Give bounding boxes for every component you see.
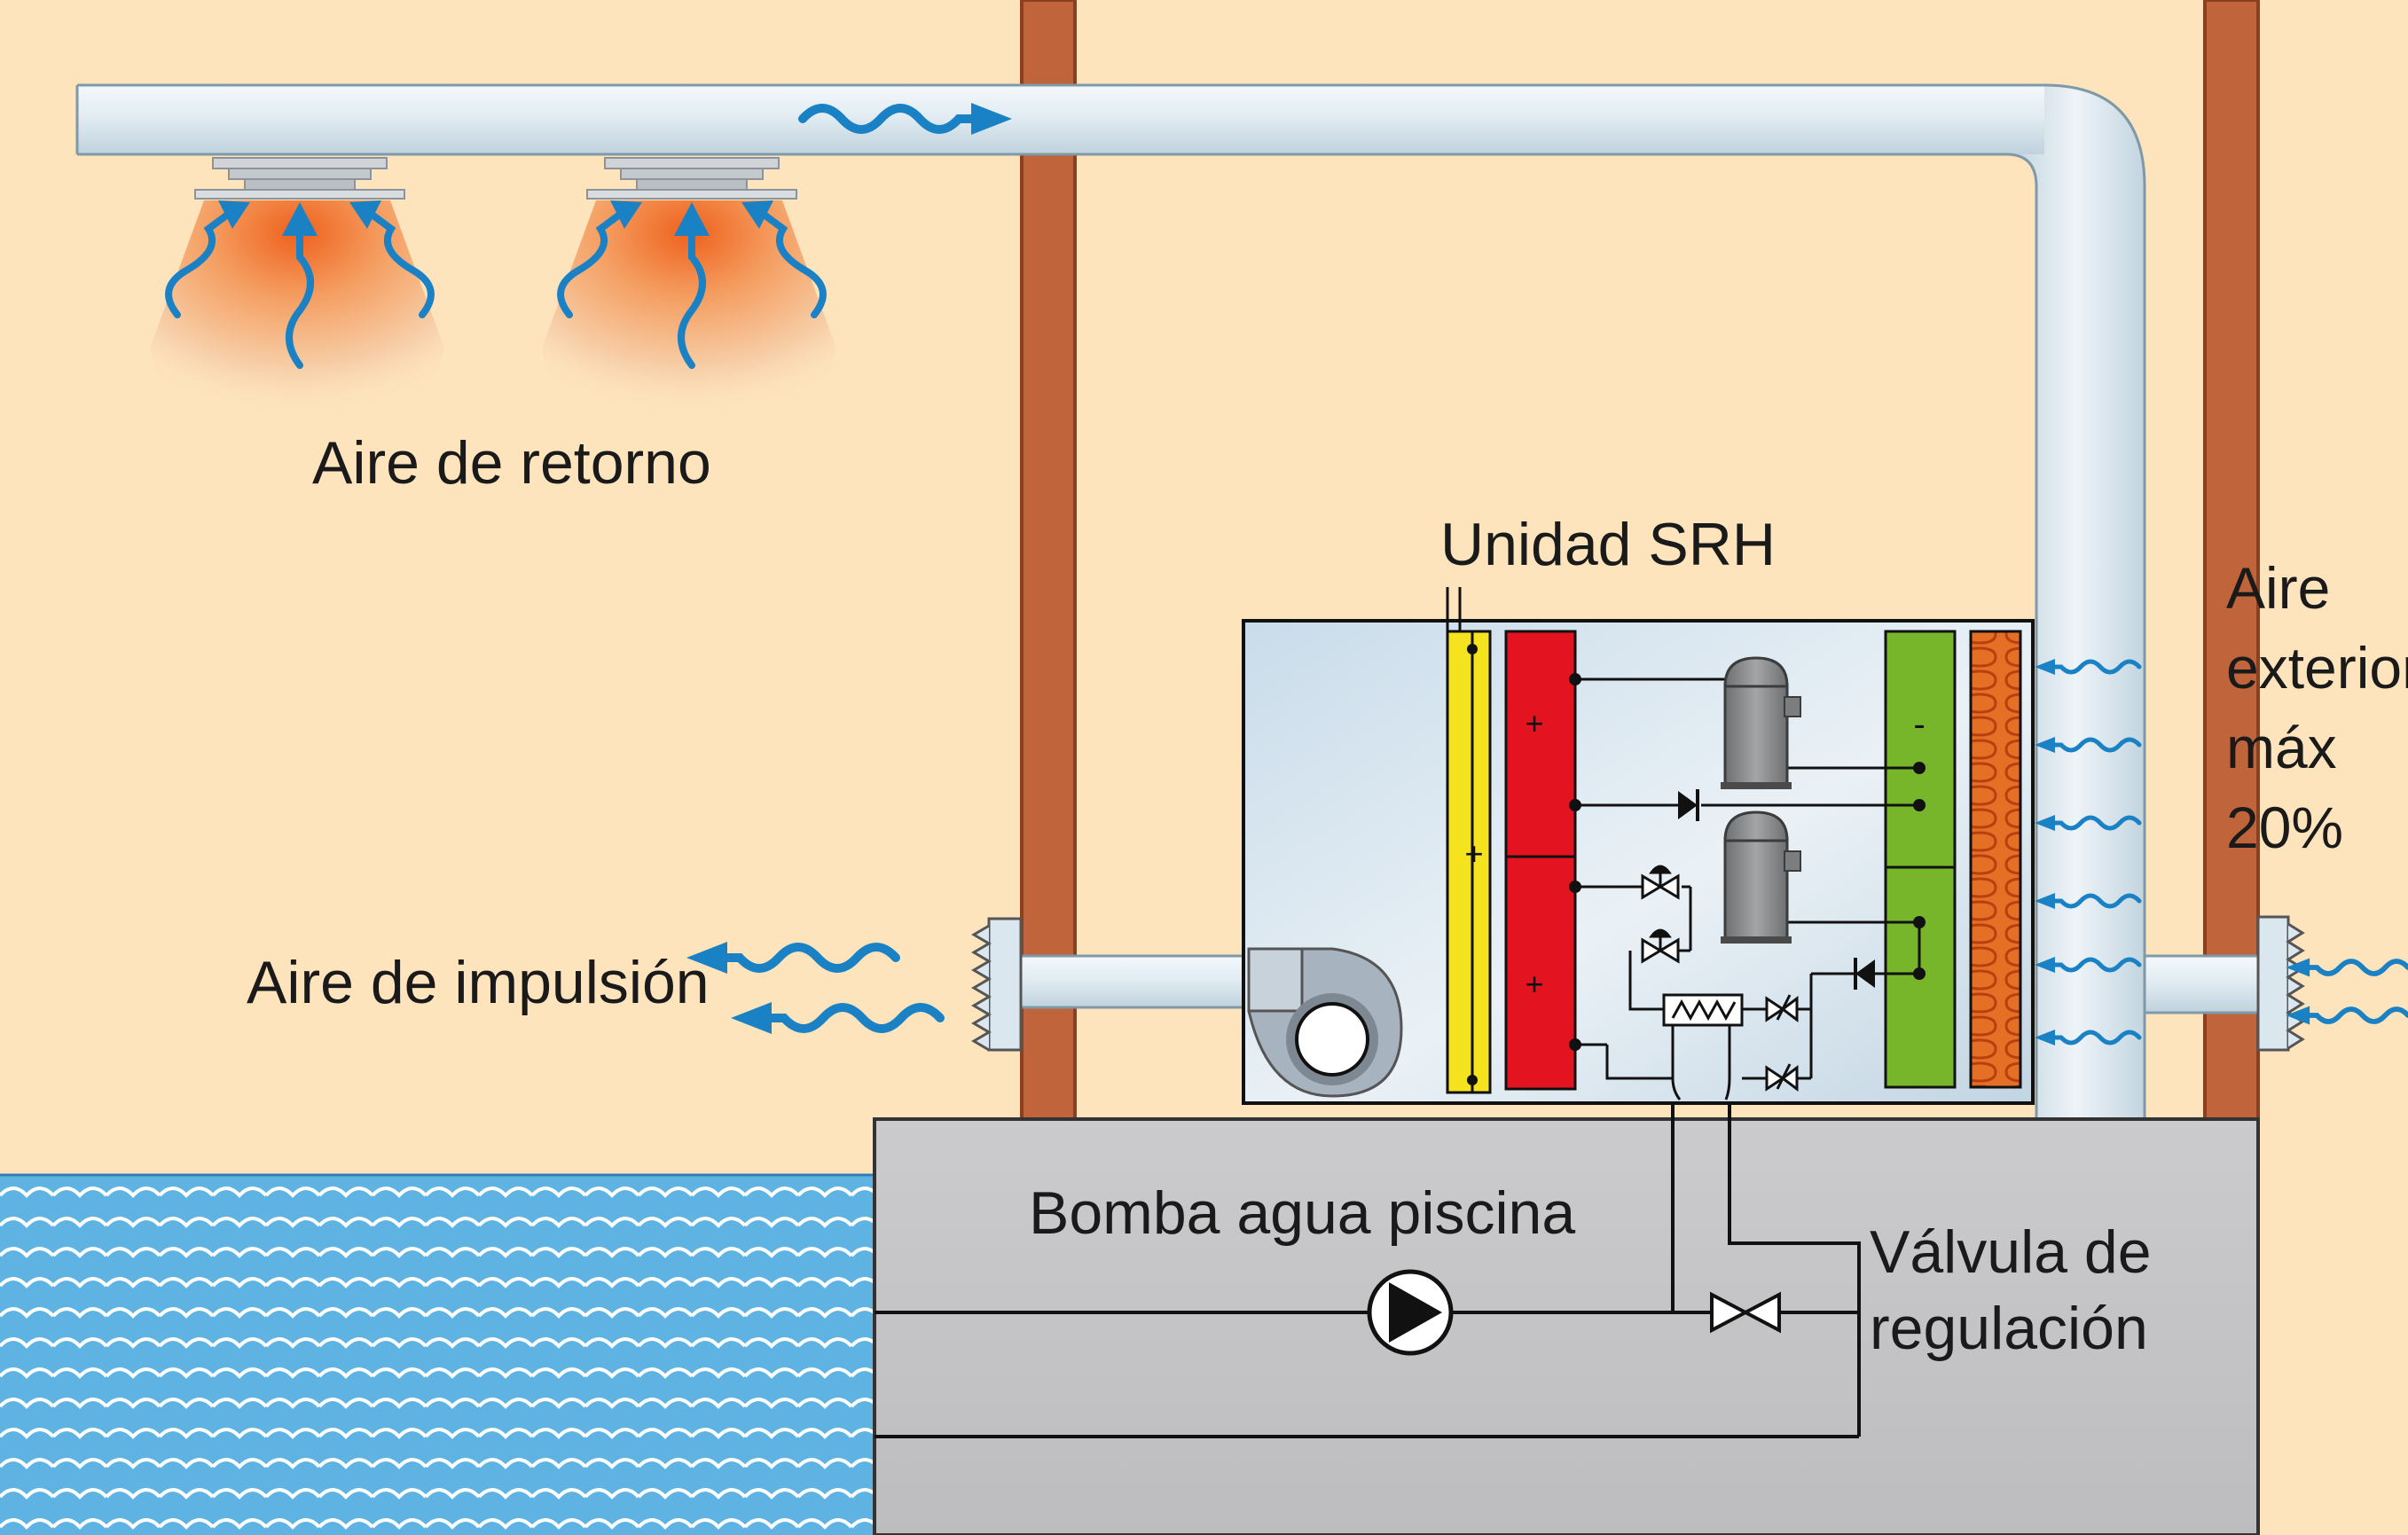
supply-air-label: Aire de impulsión	[247, 949, 710, 1016]
solenoid-valve-icon	[1765, 994, 1799, 1022]
outside-air-label-line2: exterior	[2226, 635, 2408, 701]
green-coil-minus-sign: -	[1913, 705, 1925, 744]
reheat-coil-yellow	[1446, 587, 1492, 1094]
red-coil-plus-sign-upper: +	[1525, 705, 1543, 741]
diffuser-icon	[586, 157, 797, 200]
up-arrow-group	[165, 208, 435, 369]
heat-exchanger-icon	[1662, 993, 1744, 1100]
check-valve-icon	[1678, 789, 1699, 821]
fan-icon	[1247, 947, 1403, 1098]
gate-valve-icon	[1710, 1291, 1781, 1334]
return-diffuser-2	[543, 157, 835, 417]
filter-coil-orange	[1969, 630, 2022, 1089]
return-diffuser-1	[151, 157, 443, 417]
expansion-valve-icon	[1641, 865, 1680, 900]
return-air-label: Aire de retorno	[312, 429, 711, 497]
yellow-coil-plus-sign: +	[1464, 835, 1483, 872]
condenser-coil-red	[1504, 630, 1577, 1091]
diffuser-icon	[194, 157, 405, 200]
supply-grille-icon	[971, 917, 1023, 1052]
unit-label: Unidad SRH	[1440, 511, 1776, 578]
outside-air-duct	[2143, 954, 2262, 1014]
wall-column-right	[2203, 0, 2260, 1124]
pool-water	[0, 1173, 876, 1535]
machine-room-base	[873, 1117, 2260, 1535]
valve-label-line1: Válvula de	[1870, 1218, 2152, 1286]
evaporator-coil-green	[1884, 630, 1957, 1089]
up-arrow-group	[557, 208, 827, 369]
valve-label-line2: regulación	[1870, 1295, 2148, 1362]
red-coil-plus-sign-lower: +	[1525, 966, 1543, 1002]
wall-column-left	[1020, 0, 1077, 1124]
check-valve-icon	[1854, 958, 1875, 990]
pump-icon	[1367, 1269, 1454, 1356]
outside-air-label-line3: máx	[2226, 715, 2337, 780]
expansion-valve-icon	[1641, 928, 1680, 964]
pool-pump-label: Bomba agua piscina	[1029, 1179, 1576, 1247]
up-arrow-heads	[610, 200, 773, 236]
pool-water-pipes	[875, 1100, 1861, 1438]
supply-air-duct	[1009, 954, 1251, 1009]
pipe-junction-dots	[1569, 673, 1926, 1051]
solenoid-valve-icon	[1765, 1063, 1799, 1092]
outside-air-label-line4: 20%	[2226, 795, 2344, 860]
return-air-duct	[75, 83, 2146, 1119]
outside-air-label-line1: Aire	[2226, 555, 2331, 621]
up-arrow-heads	[218, 200, 381, 236]
refrigerant-piping	[1575, 677, 1921, 1080]
